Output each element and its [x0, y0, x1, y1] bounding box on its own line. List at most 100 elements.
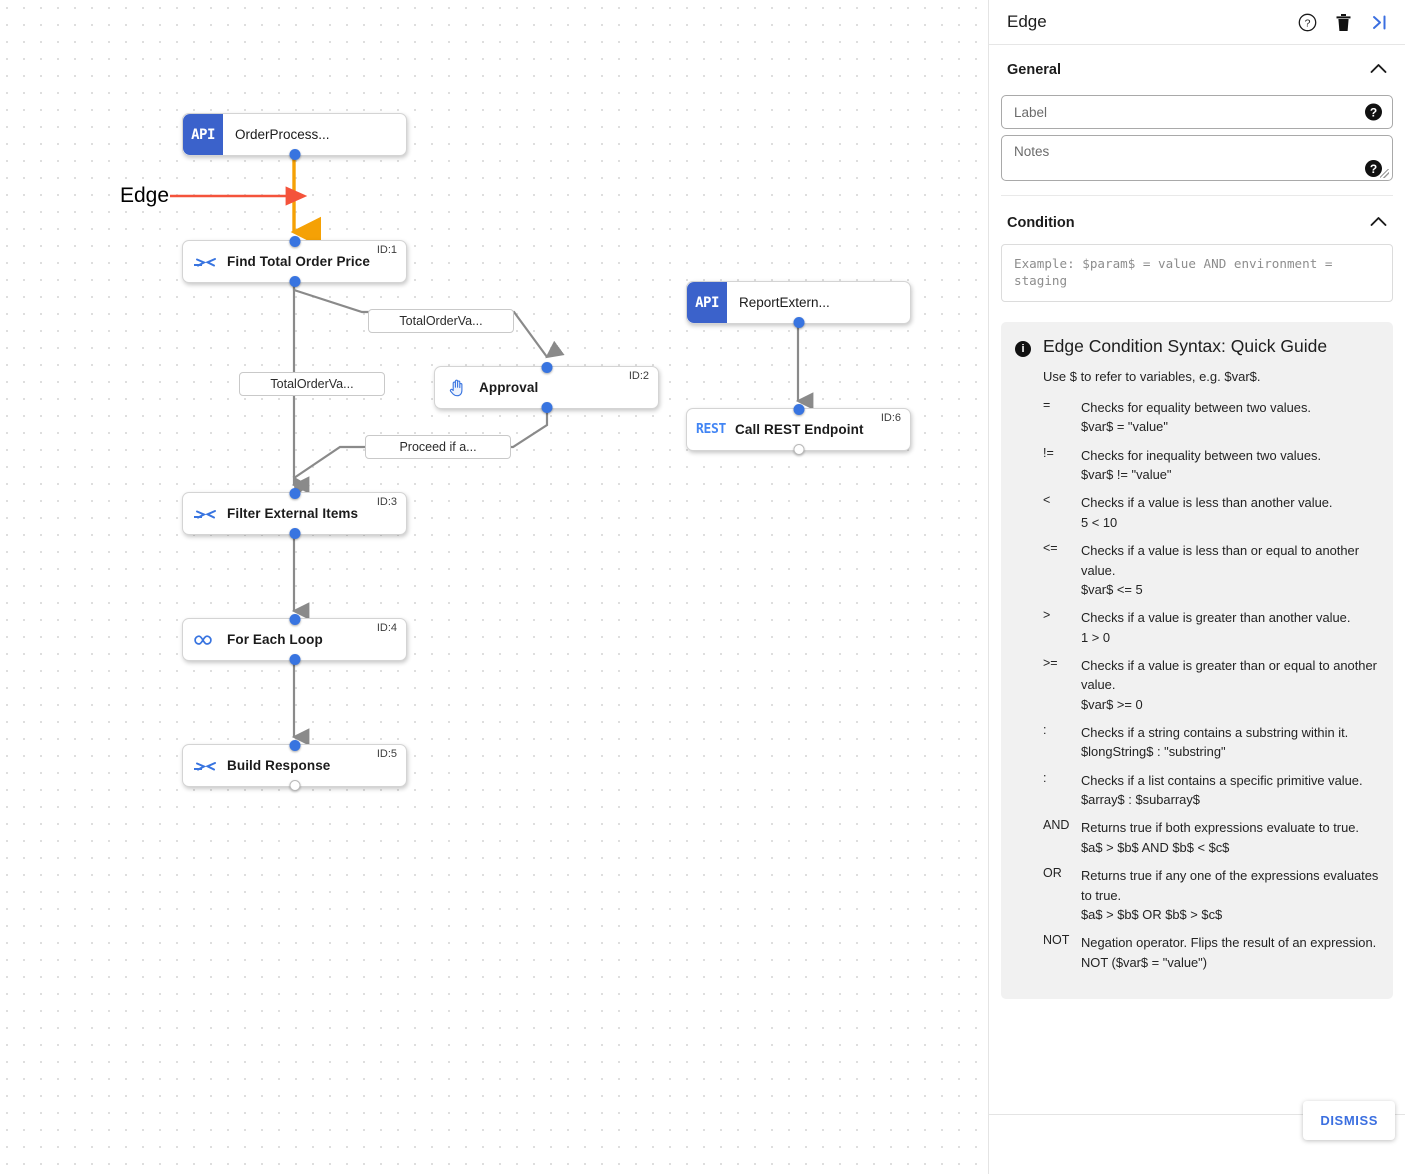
operator-row: > Checks if a value is greater than anoth… — [1043, 608, 1379, 647]
operator-symbol: NOT — [1043, 933, 1070, 948]
operator-description: Returns true if both expressions evaluat… — [1081, 820, 1360, 836]
condition-input[interactable]: Example: $param$ = value AND environment… — [1001, 244, 1393, 302]
help-icon[interactable]: ? — [1365, 103, 1382, 121]
chevron-up-icon[interactable] — [1370, 61, 1387, 79]
node-output-port[interactable] — [289, 654, 300, 665]
help-circle-icon[interactable]: ? — [1298, 13, 1317, 32]
operator-example: $longString$ : "substring" — [1081, 744, 1226, 760]
node-input-port[interactable] — [289, 236, 300, 247]
node-input-port[interactable] — [793, 404, 804, 415]
operator-row: : Checks if a string contains a substring… — [1043, 723, 1379, 762]
operator-symbol: >= — [1043, 655, 1058, 670]
node-find-total-order-price[interactable]: Find Total Order Price ID:1 — [182, 236, 407, 287]
help-icon[interactable]: ? — [1365, 160, 1382, 177]
trash-icon[interactable] — [1335, 13, 1352, 32]
mapper-icon — [183, 506, 227, 522]
operator-symbol: : — [1043, 770, 1047, 785]
node-filter-external-items[interactable]: Filter External Items ID:3 — [182, 488, 407, 539]
label-field[interactable]: Label ? — [1001, 95, 1393, 129]
node-title: Filter External Items — [227, 506, 359, 521]
flow-canvas[interactable]: Edge API OrderProcess... Find Total Orde… — [0, 0, 988, 1174]
node-title: For Each Loop — [227, 632, 323, 647]
edge-label[interactable]: TotalOrderVa... — [239, 372, 385, 396]
edge-label[interactable]: TotalOrderVa... — [368, 309, 514, 333]
section-title: Condition — [1007, 215, 1075, 231]
node-output-port[interactable] — [541, 402, 552, 413]
node-output-port[interactable] — [289, 780, 300, 791]
collapse-panel-icon[interactable] — [1370, 13, 1389, 32]
node-reportextern[interactable]: API ReportExtern... — [686, 281, 911, 328]
guide-title: Edge Condition Syntax: Quick Guide — [1043, 336, 1328, 356]
panel-footer: DISMISS — [989, 1101, 1405, 1174]
operator-symbol: < — [1043, 493, 1051, 508]
node-title: Approval — [479, 380, 539, 395]
operator-description: Checks if a string contains a substring … — [1081, 725, 1349, 741]
condition-section-header[interactable]: Condition — [1001, 210, 1393, 242]
operator-symbol: > — [1043, 608, 1051, 623]
notes-field[interactable]: Notes ? — [1001, 135, 1393, 181]
node-id-label: ID:6 — [880, 412, 901, 424]
api-badge-icon: API — [687, 282, 727, 323]
operator-example: 5 < 10 — [1081, 514, 1118, 530]
operator-row: AND Returns true if both expressions eval… — [1043, 818, 1379, 857]
node-title: Call REST Endpoint — [735, 422, 864, 437]
operator-description: Negation operator. Flips the result of a… — [1081, 935, 1377, 951]
operator-example: $var$ = "value" — [1081, 419, 1168, 435]
svg-text:?: ? — [1305, 17, 1311, 29]
node-for-each-loop[interactable]: For Each Loop ID:4 — [182, 614, 407, 665]
operator-symbol: : — [1043, 723, 1047, 738]
operator-row: < Checks if a value is less than another … — [1043, 493, 1379, 532]
operator-description: Checks if a value is greater than anothe… — [1081, 610, 1351, 626]
node-title: OrderProcess... — [235, 127, 330, 142]
node-id-label: ID:2 — [628, 370, 649, 382]
operator-example: $var$ <= 5 — [1081, 581, 1143, 597]
node-output-port[interactable] — [289, 276, 300, 287]
operator-row: !=Checks for inequality between two valu… — [1043, 446, 1379, 485]
operator-symbol: AND — [1043, 818, 1070, 833]
operator-example: 1 > 0 — [1081, 629, 1111, 645]
section-title: General — [1007, 62, 1061, 78]
operator-list: = Checks for equality between two values.… — [1043, 398, 1379, 972]
operator-example: NOT ($var$ = "value") — [1081, 954, 1208, 970]
condition-syntax-guide: i Edge Condition Syntax: Quick Guide Use… — [1001, 322, 1393, 999]
dismiss-button[interactable]: DISMISS — [1303, 1101, 1395, 1140]
guide-subtitle: Use $ to refer to variables, e.g. $var$. — [1043, 369, 1261, 384]
operator-symbol: OR — [1043, 866, 1062, 881]
chevron-up-icon[interactable] — [1370, 214, 1387, 232]
operator-description: Checks for equality between two values. — [1081, 400, 1312, 415]
node-call-rest-endpoint[interactable]: REST Call REST Endpoint ID:6 — [686, 404, 911, 455]
node-output-port[interactable] — [289, 528, 300, 539]
node-input-port[interactable] — [289, 740, 300, 751]
edge-wires — [170, 157, 814, 746]
general-section-header[interactable]: General — [1001, 57, 1393, 89]
node-input-port[interactable] — [541, 362, 552, 373]
operator-row: : Checks if a list contains a specific pr… — [1043, 771, 1379, 810]
node-input-port[interactable] — [289, 488, 300, 499]
operator-description: Checks if a value is less than another v… — [1081, 495, 1333, 511]
operator-row: = Checks for equality between two values.… — [1043, 398, 1379, 437]
infinity-icon — [183, 632, 227, 648]
resize-handle[interactable] — [1380, 169, 1389, 178]
operator-symbol: <= — [1043, 541, 1058, 556]
node-title: ReportExtern... — [739, 295, 830, 310]
operator-example: $a$ > $b$ OR $b$ > $c$ — [1081, 906, 1223, 922]
notes-field-placeholder: Notes — [1014, 144, 1050, 159]
info-icon: i — [1015, 341, 1031, 357]
operator-symbol: = — [1043, 398, 1051, 412]
node-input-port[interactable] — [289, 614, 300, 625]
edge-label[interactable]: Proceed if a... — [365, 435, 511, 459]
node-output-port[interactable] — [289, 149, 300, 160]
node-output-port[interactable] — [793, 444, 804, 455]
node-orderprocess[interactable]: API OrderProcess... — [182, 113, 407, 160]
operator-row: <=Checks if a value is less than or equa… — [1043, 541, 1379, 599]
node-approval[interactable]: Approval ID:2 — [434, 362, 659, 413]
operator-description: Checks if a list contains a specific pri… — [1081, 772, 1363, 788]
node-build-response[interactable]: Build Response ID:5 — [182, 740, 407, 791]
node-id-label: ID:5 — [376, 748, 397, 760]
node-title: Build Response — [227, 758, 331, 773]
operator-example: $var$ >= 0 — [1081, 696, 1143, 712]
operator-description: Checks for inequality between two values… — [1081, 447, 1322, 463]
node-output-port[interactable] — [793, 317, 804, 328]
panel-header: Edge ? — [989, 0, 1405, 45]
